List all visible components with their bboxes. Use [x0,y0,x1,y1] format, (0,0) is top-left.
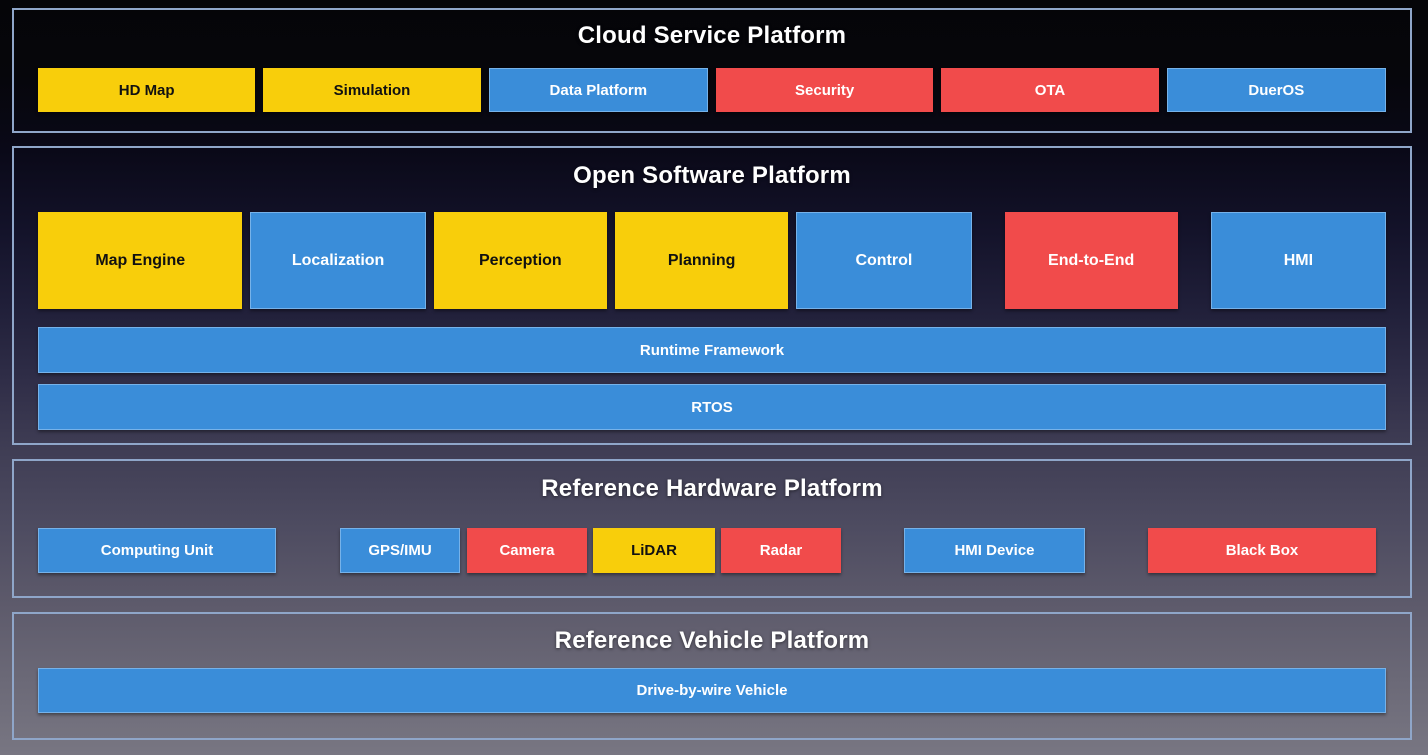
box-dueros: DuerOS [1166,68,1386,112]
box-map-engine: Map Engine [38,212,243,309]
box-lidar: LiDAR [593,528,715,573]
box-black-box: Black Box [1148,528,1376,573]
box-end-to-end: End-to-End [1004,212,1178,309]
hardware-boxes-row: Computing Unit GPS/IMU Camera LiDAR Rada… [38,528,1386,573]
box-hmi: HMI [1210,212,1387,309]
box-control: Control [796,212,972,309]
software-modules-row: Map Engine Localization Perception Plann… [38,212,1387,309]
cloud-section-title: Cloud Service Platform [577,22,847,49]
bar-rtos: RTOS [38,384,1386,430]
bar-runtime-framework: Runtime Framework [38,327,1386,373]
box-security: Security [715,68,934,112]
box-ota: OTA [941,68,1159,112]
section-reference-vehicle-platform: Reference Vehicle Platform Drive-by-wire… [12,612,1412,740]
box-computing-unit: Computing Unit [38,528,276,573]
box-localization: Localization [250,212,426,309]
vehicle-section-title: Reference Vehicle Platform [554,627,870,654]
box-hd-map: HD Map [38,68,256,112]
box-perception: Perception [433,212,607,309]
section-open-software-platform: Open Software Platform Map Engine Locali… [12,146,1412,445]
box-planning: Planning [614,212,789,309]
section-cloud-service-platform: Cloud Service Platform HD Map Simulation… [12,8,1412,133]
box-gps-imu: GPS/IMU [340,528,460,573]
bar-drive-by-wire-vehicle: Drive-by-wire Vehicle [38,668,1386,713]
box-simulation: Simulation [263,68,481,112]
box-radar: Radar [721,528,841,573]
cloud-boxes-row: HD Map Simulation Data Platform Security… [38,68,1386,112]
box-hmi-device: HMI Device [904,528,1085,573]
box-data-platform: Data Platform [488,68,708,112]
section-reference-hardware-platform: Reference Hardware Platform Computing Un… [12,459,1412,598]
box-camera: Camera [467,528,587,573]
software-section-title: Open Software Platform [573,162,851,189]
hardware-section-title: Reference Hardware Platform [541,475,883,502]
